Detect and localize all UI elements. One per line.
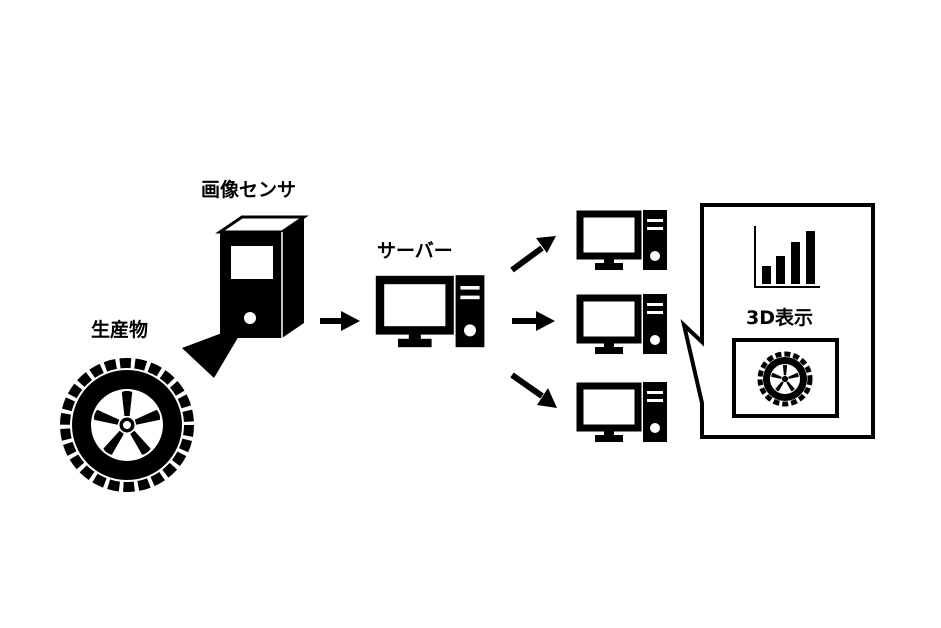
arrow-icon: [320, 311, 360, 331]
image-sensor-label: 画像センサ: [201, 179, 297, 201]
arrow-icon: [510, 372, 557, 408]
arrow-icon: [512, 311, 555, 331]
product-label: 生産物: [91, 319, 149, 341]
tire-icon: [757, 351, 813, 407]
sensor-camera-icon: [182, 215, 309, 378]
client-computer-icon: [580, 210, 667, 270]
3d-display-panel: [732, 338, 839, 418]
server-computer-icon: [380, 275, 484, 347]
bar-chart-icon: [754, 226, 820, 288]
client-computer-icon: [580, 294, 667, 354]
client-computer-icon: [580, 382, 667, 442]
tire-icon: [60, 358, 194, 492]
server-label: サーバー: [377, 240, 453, 262]
arrow-icon: [510, 236, 556, 273]
3d-display-label: 3D表示: [746, 307, 813, 329]
